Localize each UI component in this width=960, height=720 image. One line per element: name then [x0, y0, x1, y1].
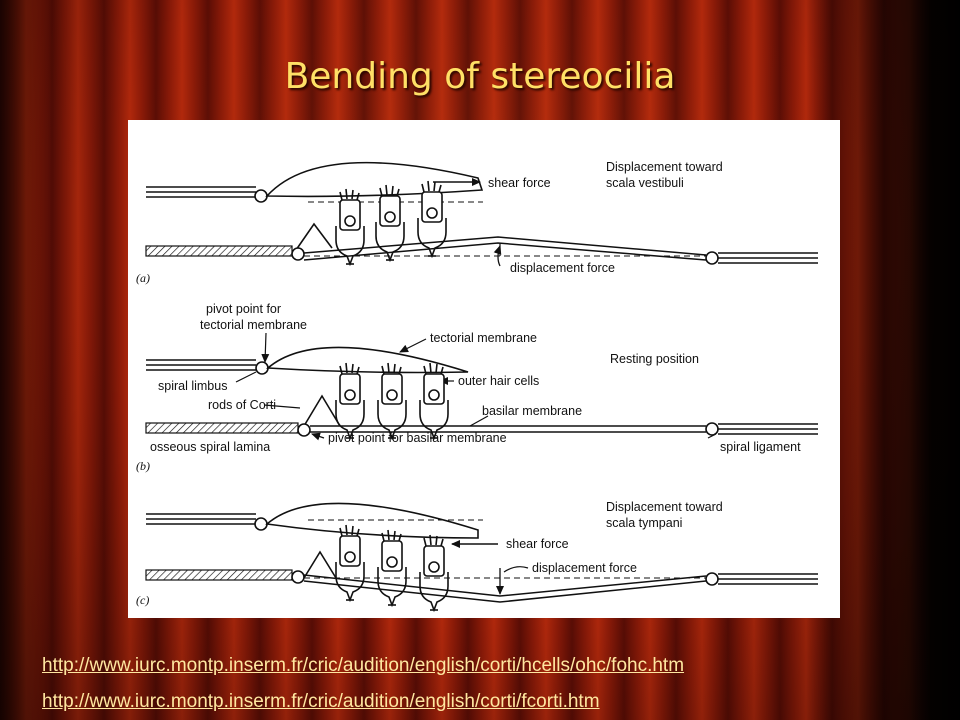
rods-of-corti-label: rods of Corti [208, 398, 276, 412]
panel-c [145, 502, 818, 611]
panel-a-heading-1: Displacement toward [606, 160, 723, 174]
panel-c-displacement-label: displacement force [532, 561, 637, 575]
panel-c-letter: (c) [136, 593, 149, 607]
panel-a [145, 161, 818, 267]
panel-a-shear-label: shear force [488, 176, 551, 190]
panel-a-displacement-label: displacement force [510, 261, 615, 275]
resting-position-label: Resting position [610, 352, 699, 366]
spiral-ligament-label: spiral ligament [720, 440, 801, 454]
outer-hair-cells-label: outer hair cells [458, 374, 539, 388]
panel-a-letter: (a) [136, 271, 150, 285]
panel-c-shear-label: shear force [506, 537, 569, 551]
basilar-membrane-label: basilar membrane [482, 404, 582, 418]
spiral-limbus-label: spiral limbus [158, 379, 227, 393]
panel-b [145, 332, 818, 441]
tectorial-membrane-label: tectorial membrane [430, 331, 537, 345]
reference-link-2[interactable]: http://www.iurc.montp.inserm.fr/cric/aud… [42, 691, 600, 712]
panel-c-heading-1: Displacement toward [606, 500, 723, 514]
pivot-tectorial-label-1: pivot point for [206, 302, 281, 316]
slide-title: Bending of stereocilia [284, 56, 676, 97]
panel-c-heading-2: scala tympani [606, 516, 682, 530]
pivot-tectorial-label-2: tectorial membrane [200, 318, 307, 332]
pivot-basilar-label: pivot point for basilar membrane [328, 431, 507, 445]
reference-links: http://www.iurc.montp.inserm.fr/cric/aud… [42, 648, 684, 720]
osseous-spiral-lamina-label: osseous spiral lamina [150, 440, 270, 454]
stereocilia-diagram: Displacement toward scala vestibuli shea… [128, 120, 840, 618]
panel-a-heading-2: scala vestibuli [606, 176, 684, 190]
reference-link-1[interactable]: http://www.iurc.montp.inserm.fr/cric/aud… [42, 655, 685, 676]
panel-b-letter: (b) [136, 459, 150, 473]
